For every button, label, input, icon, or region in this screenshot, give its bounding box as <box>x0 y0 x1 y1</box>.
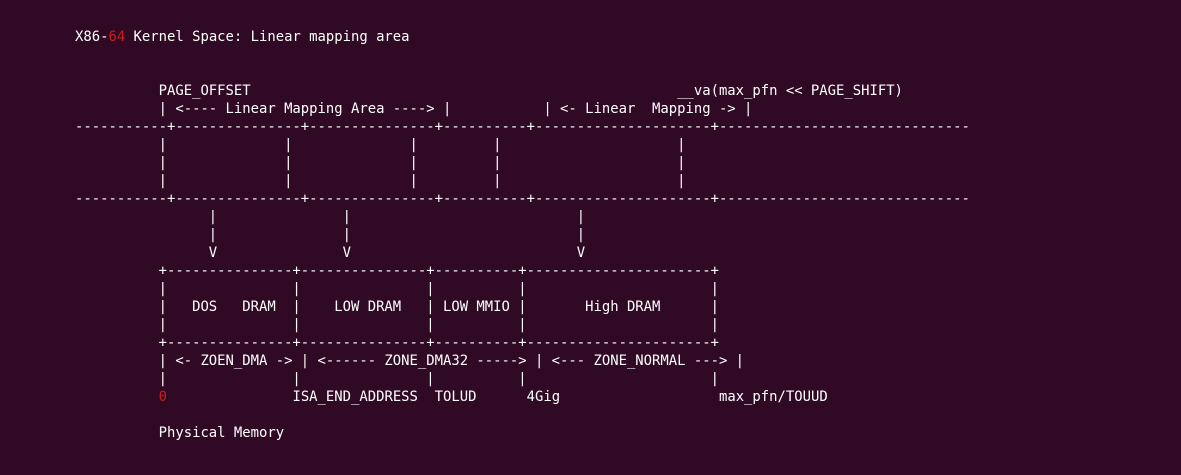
diagram-line: | <- ZOEN_DMA -> | <------ ZONE_DMA32 --… <box>75 353 745 369</box>
address-zero: 0 <box>158 389 168 405</box>
diagram-line: | | | | | <box>75 317 719 333</box>
diagram-line: -----------+---------------+------------… <box>75 191 970 207</box>
address-labels: 0 ISA_END_ADDRESS TOLUD 4Gig max_pfn/TOU… <box>75 388 828 406</box>
diagram-line: | | | | | <box>75 173 686 189</box>
diagram-line: | | | | | <box>75 137 686 153</box>
diagram-line: | | | <box>75 209 586 225</box>
diagram-line: +---------------+---------------+-------… <box>75 335 719 351</box>
title-highlight: 64 <box>108 29 126 45</box>
diagram-line: | | | | | <box>75 281 719 297</box>
diagram-line: | <---- Linear Mapping Area ----> | | <-… <box>75 101 753 117</box>
address-rest: ISA_END_ADDRESS TOLUD 4Gig max_pfn/TOUUD <box>167 389 828 405</box>
diagram-title: X86-64 Kernel Space: Linear mapping area <box>75 28 410 46</box>
diagram-line: | | | | | <box>75 371 719 387</box>
diagram-line: | DOS DRAM | LOW DRAM | LOW MMIO | High … <box>75 299 719 315</box>
diagram-line: -----------+---------------+------------… <box>75 119 970 135</box>
title-rest: Kernel Space: Linear mapping area <box>125 29 410 45</box>
diagram-line: PAGE_OFFSET __va(max_pfn << PAGE_SHIFT) <box>75 83 903 99</box>
diagram-line: V V V <box>75 245 586 261</box>
footer-label: Physical Memory <box>75 425 285 441</box>
diagram-line: | | | <box>75 227 586 243</box>
diagram-line: | | | | | <box>75 155 686 171</box>
title-prefix: X86- <box>75 29 109 45</box>
address-indent <box>75 389 159 405</box>
diagram-line: +---------------+---------------+-------… <box>75 263 719 279</box>
